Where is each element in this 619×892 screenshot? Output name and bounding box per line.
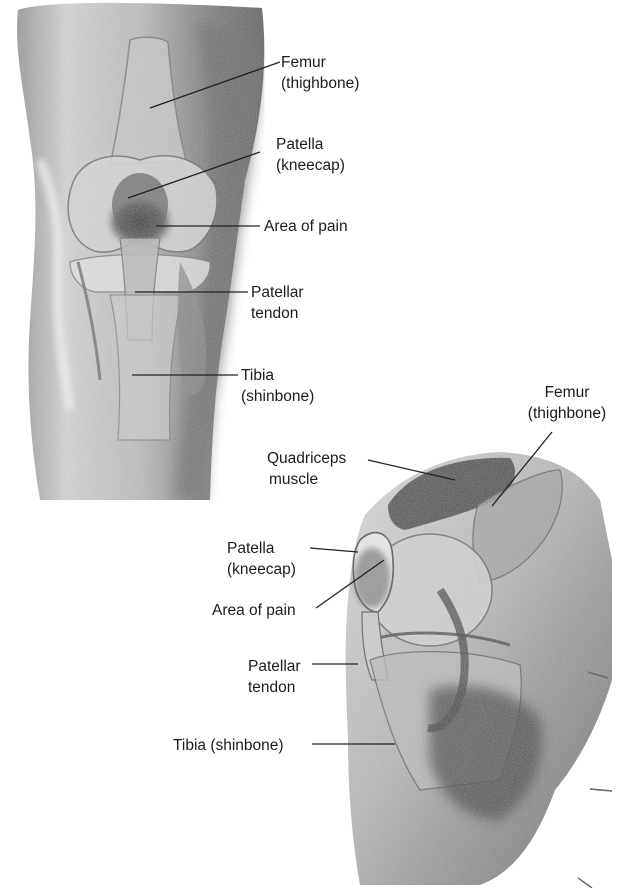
side-pain-label-text: Area of pain xyxy=(212,600,296,621)
front-patella-label: Patella (kneecap) xyxy=(276,134,345,176)
front-tibia-label: Tibia (shinbone) xyxy=(241,365,314,407)
front-tendon-label: Patellar tendon xyxy=(251,282,304,324)
front-femur-label-name: Femur xyxy=(281,52,359,73)
side-patella-label: Patella (kneecap) xyxy=(227,538,296,580)
side-quad-label: Quadriceps muscle xyxy=(267,448,346,490)
front-knee-illustration xyxy=(17,3,264,500)
front-pain-label: Area of pain xyxy=(264,216,348,237)
front-patella-label-common: (kneecap) xyxy=(276,155,345,176)
front-pain-label-text: Area of pain xyxy=(264,216,348,237)
side-femur-label-name: Femur xyxy=(518,382,616,403)
side-quad-label-common: muscle xyxy=(267,469,346,490)
side-knee-illustration xyxy=(346,452,612,888)
side-tibia-label-text: Tibia (shinbone) xyxy=(173,735,284,756)
front-tendon-label-name: Patellar xyxy=(251,282,304,303)
scan-mark-2 xyxy=(590,789,612,791)
front-tendon-label-common: tendon xyxy=(251,303,304,324)
front-femur-label: Femur (thighbone) xyxy=(281,52,359,94)
side-patella-label-common: (kneecap) xyxy=(227,559,296,580)
front-tibia-label-common: (shinbone) xyxy=(241,386,314,407)
side-pain-label: Area of pain xyxy=(212,600,296,621)
side-femur-label: Femur (thighbone) xyxy=(518,382,616,424)
side-tendon-label: Patellar tendon xyxy=(248,656,301,698)
side-patella-label-name: Patella xyxy=(227,538,296,559)
front-patella-label-name: Patella xyxy=(276,134,345,155)
side-femur-label-common: (thighbone) xyxy=(518,403,616,424)
leader-side-patella xyxy=(310,548,358,552)
front-femur-label-common: (thighbone) xyxy=(281,73,359,94)
side-quad-label-name: Quadriceps xyxy=(267,448,346,469)
side-tendon-label-common: tendon xyxy=(248,677,301,698)
front-tibia-label-name: Tibia xyxy=(241,365,314,386)
side-tendon-label-name: Patellar xyxy=(248,656,301,677)
side-tibia-label: Tibia (shinbone) xyxy=(173,735,284,756)
scan-mark-3 xyxy=(578,878,592,888)
